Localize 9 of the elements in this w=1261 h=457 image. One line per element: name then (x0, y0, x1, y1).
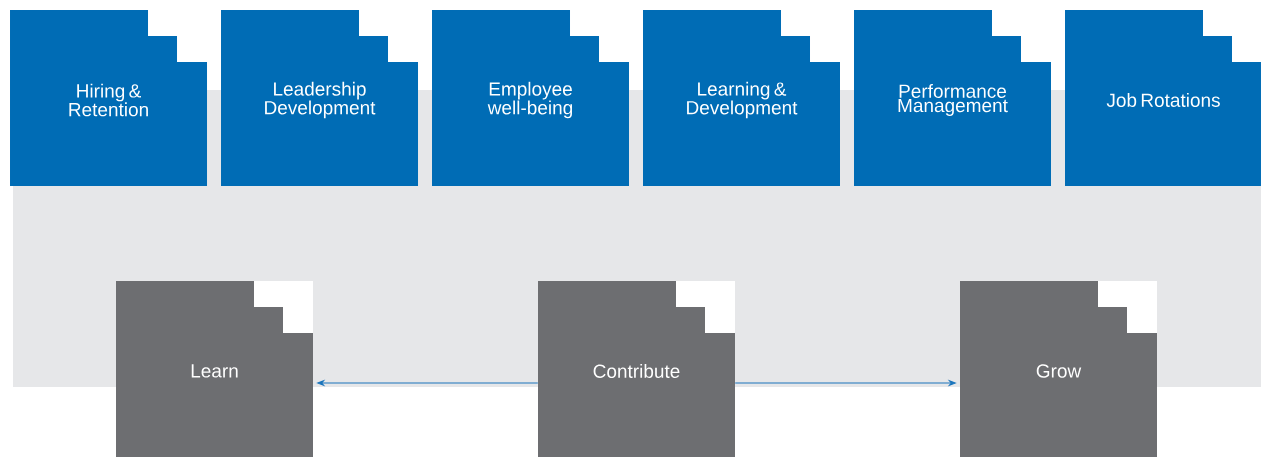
stepped-box: Learn (116, 281, 313, 457)
stepped-box: Hiring & Retention (10, 10, 207, 186)
stepped-box: Job Rotations (1065, 10, 1261, 186)
stepped-box: Contribute (538, 281, 735, 457)
stepped-box: Learning & Development (643, 10, 840, 186)
stepped-box: Performance Management (854, 10, 1051, 186)
stepped-box: Leadership Development (221, 10, 418, 186)
stepped-box: Employee well-being (432, 10, 629, 186)
stepped-box: Grow (960, 281, 1157, 457)
